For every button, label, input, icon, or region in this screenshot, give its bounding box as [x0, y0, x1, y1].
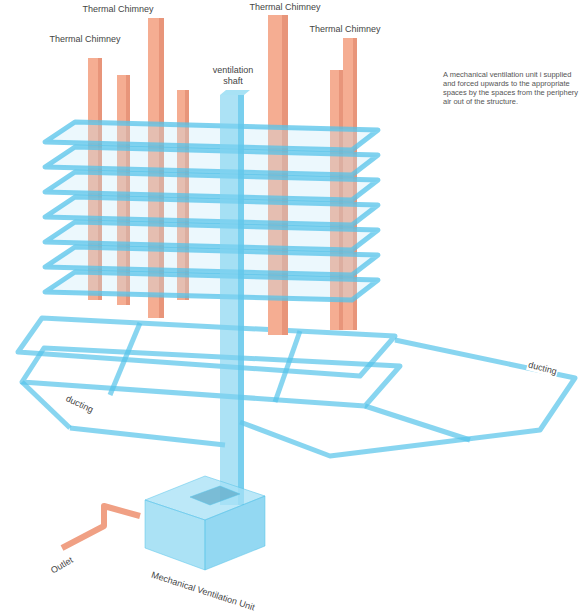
- ventilation-unit: [145, 500, 205, 570]
- ventilation-shaft: [220, 90, 250, 95]
- ventilation-shaft: [220, 90, 250, 505]
- ventilation-unit: [190, 486, 240, 505]
- ducting: [275, 331, 300, 402]
- outlet-pipe: [62, 506, 140, 548]
- description-note: A mechanical ventilation unit i supplied…: [443, 70, 579, 106]
- ducting: [70, 428, 225, 445]
- ducting: [110, 323, 140, 395]
- ducting: [18, 318, 575, 456]
- unit-label: Mechanical Ventilation Unit: [150, 569, 256, 613]
- chimney-label: Thermal Chimney: [249, 2, 320, 13]
- ducting: [365, 406, 470, 440]
- floor-slab: [45, 272, 378, 300]
- ducting: [22, 382, 70, 428]
- chimney-label: Thermal Chimney: [49, 34, 120, 45]
- shaft-label: ventilation shaft: [207, 65, 259, 87]
- outlet-pipe: [62, 506, 140, 548]
- ventilation-shaft: [220, 95, 244, 505]
- floor-slab: [45, 122, 378, 300]
- outlet-label: Outlet: [49, 554, 75, 575]
- chimney-label: Thermal Chimney: [309, 24, 380, 35]
- ducting-label: ducting: [64, 393, 97, 416]
- ventilation-shaft: [238, 95, 244, 505]
- ventilation-unit: [145, 476, 265, 570]
- ventilation-unit: [205, 496, 265, 570]
- ducting-label: ducting: [527, 359, 560, 377]
- chimney-label: Thermal Chimney: [82, 4, 153, 15]
